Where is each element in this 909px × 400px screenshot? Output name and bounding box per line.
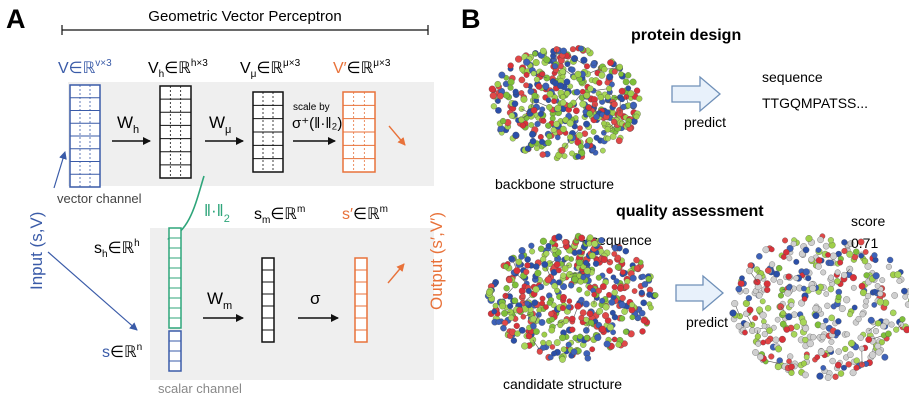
- v-in-matrix: [69, 84, 101, 188]
- norm-label: ‖·‖2: [204, 201, 230, 225]
- candidate-structure-image: [484, 232, 659, 363]
- candidate-structure-label: candidate structure: [503, 376, 622, 392]
- s-in-label: s∈ℝn: [102, 342, 142, 361]
- v-mu-label: Vμ∈ℝμ×3: [240, 58, 301, 80]
- scalar-output-arrow: [387, 263, 405, 284]
- s-h-label: sh∈ℝh: [94, 238, 140, 260]
- s-m-vector: [261, 257, 275, 343]
- v-mu-matrix: [252, 91, 284, 173]
- protein-design-heading: protein design: [631, 27, 741, 44]
- scalar-channel-panel: [150, 228, 434, 380]
- score-value: 0.71: [851, 235, 878, 251]
- s-out-label: s′∈ℝm: [342, 204, 388, 223]
- score-label: score: [851, 213, 885, 229]
- backbone-structure-label: backbone structure: [495, 176, 614, 192]
- vector-channel-panel: [68, 82, 434, 186]
- backbone-structure-image: [488, 45, 643, 162]
- predict-arrow-2: [675, 274, 725, 312]
- sigma-label: σ: [310, 289, 321, 308]
- scored-structure-image: [729, 233, 909, 381]
- sequence-label: sequence: [762, 69, 823, 85]
- sequence-value: TTGQMPATSS...: [762, 95, 868, 111]
- input-arrow-scalar: [47, 251, 138, 331]
- input-arrow-vector: [53, 151, 67, 189]
- w-mu-label: Wμ: [209, 113, 231, 136]
- v-out-label: V′∈ℝμ×3: [333, 58, 391, 77]
- gvp-title: Geometric Vector Perceptron: [148, 8, 341, 25]
- input-label: Input (s,V): [27, 212, 46, 290]
- quality-assessment-heading: quality assessment: [616, 203, 764, 220]
- w-h-label: Wh: [117, 113, 139, 136]
- predict-label-1: predict: [684, 114, 726, 130]
- title-bracket: [61, 25, 429, 35]
- v-h-matrix: [159, 85, 192, 179]
- s-h-vector: [168, 227, 182, 329]
- vector-channel-label: vector channel: [57, 191, 142, 206]
- v-out-matrix: [342, 91, 376, 173]
- panel-a-label: A: [6, 4, 26, 34]
- scale-fn-label: σ⁺(‖·‖₂): [292, 115, 342, 132]
- scale-by-label: scale by: [293, 102, 330, 113]
- predict-arrow-1: [671, 75, 722, 113]
- output-label: Output (s′,V′): [427, 212, 446, 310]
- s-m-label: sm∈ℝm: [254, 204, 305, 226]
- s-out-vector: [354, 257, 368, 343]
- predict-label-2: predict: [686, 314, 728, 330]
- v-h-label: Vh∈ℝh×3: [148, 58, 208, 80]
- w-m-label: Wm: [207, 289, 232, 312]
- s-in-vector: [168, 330, 182, 372]
- v-in-label: V∈ℝv×3: [58, 58, 112, 77]
- vector-output-arrow: [388, 125, 406, 146]
- panel-b-label: B: [461, 4, 481, 34]
- scalar-channel-label: scalar channel: [158, 381, 242, 396]
